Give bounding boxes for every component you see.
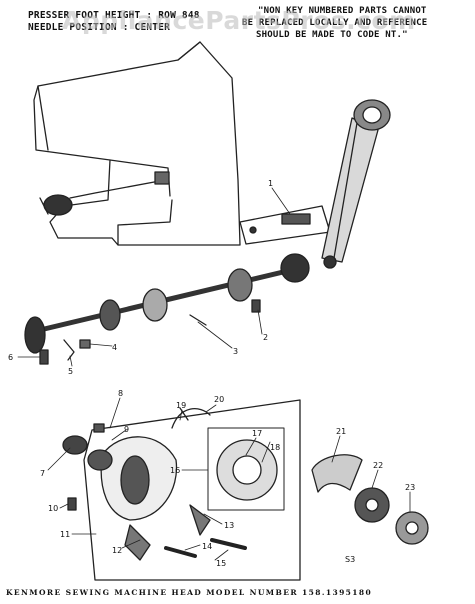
callout-10: 10 (48, 504, 58, 513)
callout-14: 14 (202, 542, 212, 551)
part-1-bracket (239, 205, 331, 245)
callout-1: 1 (268, 179, 273, 188)
header-left-line2: NEEDLE POSITION : CENTER (28, 22, 171, 33)
head-internal-parts (39, 171, 170, 216)
callout-21: 21 (336, 427, 346, 436)
header-right-line3: SHOULD BE MADE TO CODE NT." (256, 30, 408, 40)
callout-9: 9 (124, 425, 129, 434)
model-caption: KENMORE SEWING MACHINE HEAD MODEL NUMBER… (6, 588, 373, 597)
callout-15: 15 (216, 559, 226, 568)
right-side-parts (311, 454, 429, 545)
callout-3: 3 (233, 347, 238, 356)
callout-23: 23 (405, 483, 415, 492)
callout-17: 17 (252, 429, 262, 438)
watermark: AppliancePartsPros.com (62, 6, 416, 35)
header-right-line2: BE REPLACED LOCALLY AND REFERENCE (242, 18, 428, 28)
callout-numbers: 1 2 3 4 5 6 7 8 9 10 11 12 13 14 15 16 1… (8, 179, 415, 568)
callout-22: 22 (373, 461, 383, 470)
callout-2: 2 (263, 333, 268, 342)
callout-8: 8 (118, 389, 123, 398)
callout-12: 12 (112, 546, 122, 555)
callout-7: 7 (40, 469, 45, 478)
callout-5: 5 (68, 367, 73, 376)
callout-19: 19 (176, 401, 186, 410)
connecting-rod (321, 99, 391, 269)
callout-18: 18 (270, 443, 280, 452)
main-shaft-assembly (24, 253, 310, 354)
leader-lines (17, 187, 411, 561)
header-left-line1: PRESSER FOOT HEIGHT : ROW 848 (28, 10, 200, 21)
code-label: S3 (345, 555, 355, 564)
machine-head-outline (33, 41, 241, 246)
parts-19-20 (171, 407, 211, 429)
header-right-line1: "NON KEY NUMBERED PARTS CANNOT (258, 6, 427, 16)
callout-6: 6 (8, 353, 13, 362)
callout-11: 11 (60, 530, 70, 539)
callout-20: 20 (214, 395, 224, 404)
callout-16: 16 (170, 466, 180, 475)
callout-13: 13 (224, 521, 234, 530)
callout-4: 4 (112, 343, 117, 352)
hook-assembly-inset (83, 399, 301, 581)
